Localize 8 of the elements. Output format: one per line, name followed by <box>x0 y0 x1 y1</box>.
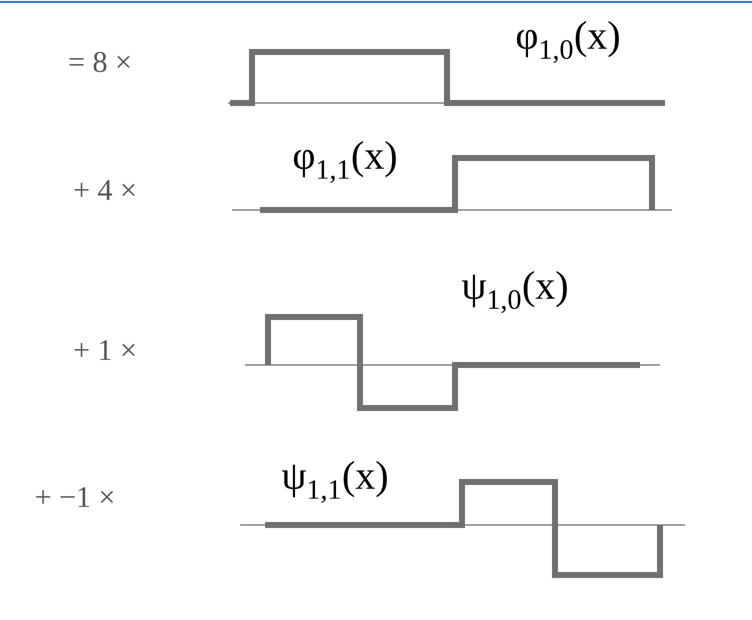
function-label: φ$_{1,1}$(x) <box>294 141 396 183</box>
coefficient-label: + −1 × <box>36 487 114 507</box>
coefficient-label: = 8 × <box>70 52 130 72</box>
function-label: ψ$_{1,1}$(x) <box>282 461 387 503</box>
coefficient-label: + 1 × <box>74 340 135 360</box>
function-label: φ$_{1,0}$(x) <box>516 20 619 64</box>
function-label: ψ$_{1,0}$(x) <box>462 270 567 314</box>
coefficient-label: + 4 × <box>74 180 135 200</box>
